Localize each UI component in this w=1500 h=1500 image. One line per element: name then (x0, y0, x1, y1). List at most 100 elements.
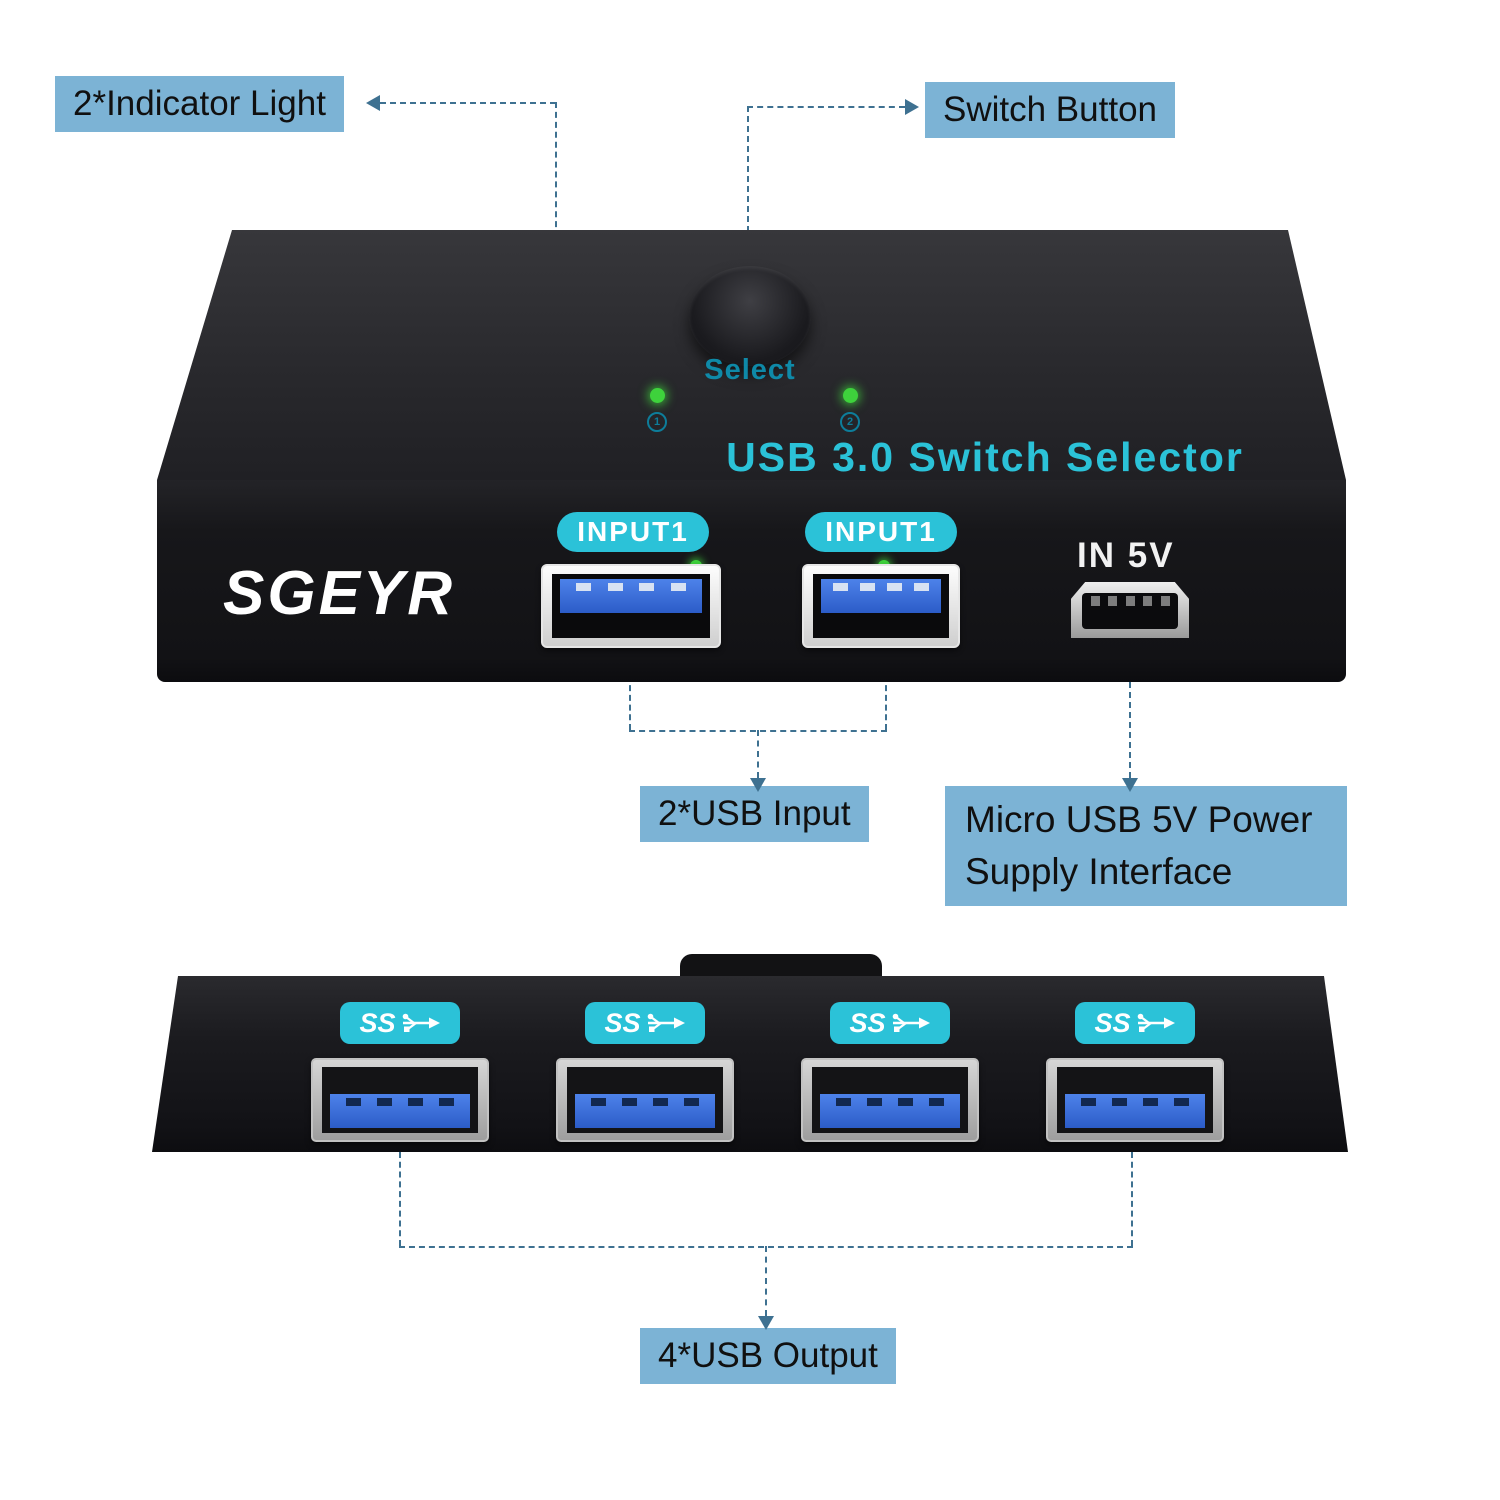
callout-usb-output: 4*USB Output (640, 1328, 896, 1384)
usb-ss-badge-3: SS (830, 1002, 950, 1044)
usb-port-pins (330, 1094, 470, 1106)
usb-ss-badge-4: SS (1075, 1002, 1195, 1044)
callout-usb-input: 2*USB Input (640, 786, 869, 842)
usb-pin (1174, 1098, 1189, 1106)
connector-output-v1 (399, 1152, 401, 1246)
usb-pin (867, 1098, 882, 1106)
usb-port-pins (1065, 1094, 1205, 1106)
usb-pin (860, 583, 875, 591)
usb-ss-trident-icon (647, 1013, 685, 1032)
usb-pin (929, 1098, 944, 1106)
device-title: USB 3.0 Switch Selector (726, 434, 1244, 480)
connector-input-v2 (885, 656, 887, 730)
usb-port-cavity (1057, 1067, 1213, 1133)
usb-ss-badge-2: SS (585, 1002, 705, 1044)
usb-pin (622, 1098, 637, 1106)
usb-input-port-2 (802, 564, 960, 648)
arrow-left-icon (366, 95, 380, 111)
usb-pin (914, 583, 929, 591)
callout-indicator-light: 2*Indicator Light (55, 76, 344, 132)
callout-switch-button: Switch Button (925, 82, 1175, 138)
usb-pin (684, 1098, 699, 1106)
indicator-led-1 (650, 388, 665, 403)
usb-pin (439, 1098, 454, 1106)
connector-input-v3 (757, 730, 759, 778)
usb-port-cavity (812, 1067, 968, 1133)
connector-indicator-h (380, 102, 556, 104)
usb-pin (836, 1098, 851, 1106)
usb-pin (639, 583, 655, 591)
usb-port-pins (575, 1094, 715, 1106)
usb-output-port-2 (556, 1058, 734, 1142)
usb-output-port-3 (801, 1058, 979, 1142)
usb-pin (591, 1098, 606, 1106)
usb-pin (833, 583, 848, 591)
usb-port-cavity (552, 574, 710, 638)
indicator-led-2 (843, 388, 858, 403)
input2-badge: INPUT1 (805, 512, 957, 552)
micro-usb-slot (1082, 593, 1178, 629)
usb-port-cavity (567, 1067, 723, 1133)
usb-port-pins (820, 1094, 960, 1106)
usb-pin (607, 583, 623, 591)
connector-output-v3 (765, 1246, 767, 1316)
usb-pin (1112, 1098, 1127, 1106)
power-port-label: IN 5V (1077, 536, 1175, 575)
usb-ss-trident-icon (402, 1013, 440, 1032)
connector-switch-v (747, 106, 749, 282)
usb-pin (887, 583, 902, 591)
usb-pin (670, 583, 686, 591)
usb-port-tongue (821, 579, 941, 613)
micro-usb-pin (1090, 596, 1100, 606)
usb-pin (653, 1098, 668, 1106)
usb-port-tongue (330, 1094, 470, 1128)
input1-badge: INPUT1 (557, 512, 709, 552)
micro-usb-pin (1108, 596, 1117, 606)
connector-input-v1 (629, 656, 631, 730)
micro-usb-pin (1125, 596, 1135, 606)
ss-label: SS (849, 1007, 886, 1038)
connector-switch-h (747, 106, 905, 108)
usb-port-tongue (1065, 1094, 1205, 1128)
callout-power-line2: Supply Interface (965, 850, 1233, 892)
usb-pin (408, 1098, 423, 1106)
usb-pin (346, 1098, 361, 1106)
usb-output-port-4 (1046, 1058, 1224, 1142)
usb-port-tongue (560, 579, 702, 613)
brand-logo: SGEYR (223, 559, 456, 628)
usb-pin (1081, 1098, 1096, 1106)
connector-power-v (1129, 652, 1131, 778)
micro-usb-pin (1160, 596, 1170, 606)
led-number-2: 2 (840, 412, 860, 432)
usb-ss-trident-icon (892, 1013, 930, 1032)
arrow-down-icon (758, 1316, 774, 1330)
usb-pin (377, 1098, 392, 1106)
usb-switch-output-view: SS SS SS (152, 952, 1348, 1152)
usb-port-cavity (813, 574, 949, 638)
usb-switch-front-view: Select 1 2 USB 3.0 Switch Selector SGEYR… (155, 230, 1348, 686)
select-button (689, 266, 811, 366)
usb-port-tongue (820, 1094, 960, 1128)
micro-usb-pin (1143, 596, 1152, 606)
micro-usb-port (1071, 582, 1189, 638)
usb-port-pins (821, 579, 941, 591)
usb-ss-badge-1: SS (340, 1002, 460, 1044)
usb-pin (1143, 1098, 1158, 1106)
ss-label: SS (359, 1007, 396, 1038)
select-button-label: Select (704, 354, 796, 386)
usb-port-cavity (322, 1067, 478, 1133)
usb-pin (898, 1098, 913, 1106)
usb-ss-trident-icon (1137, 1013, 1175, 1032)
led-number-1: 1 (647, 412, 667, 432)
arrow-down-icon (750, 778, 766, 792)
connector-output-v2 (1131, 1152, 1133, 1246)
callout-power-supply: Micro USB 5V Power Supply Interface (945, 786, 1347, 906)
callout-power-line1: Micro USB 5V Power (965, 799, 1313, 840)
usb-pin (576, 583, 592, 591)
device-front-face (157, 480, 1346, 682)
usb-input-port-1 (541, 564, 721, 648)
usb-output-port-1 (311, 1058, 489, 1142)
arrow-right-icon (905, 99, 919, 115)
usb-port-tongue (575, 1094, 715, 1128)
